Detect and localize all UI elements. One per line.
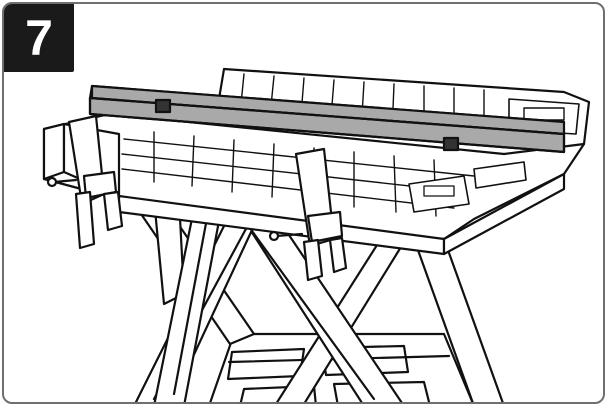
workbench-illustration [42, 67, 591, 402]
wood-board [88, 84, 566, 154]
step-number: 7 [25, 10, 53, 66]
front-legs [134, 182, 403, 402]
step-badge: 7 [4, 4, 74, 72]
instruction-panel: 7 [2, 2, 605, 404]
left-clamp [46, 114, 124, 250]
center-clamp [268, 147, 348, 282]
